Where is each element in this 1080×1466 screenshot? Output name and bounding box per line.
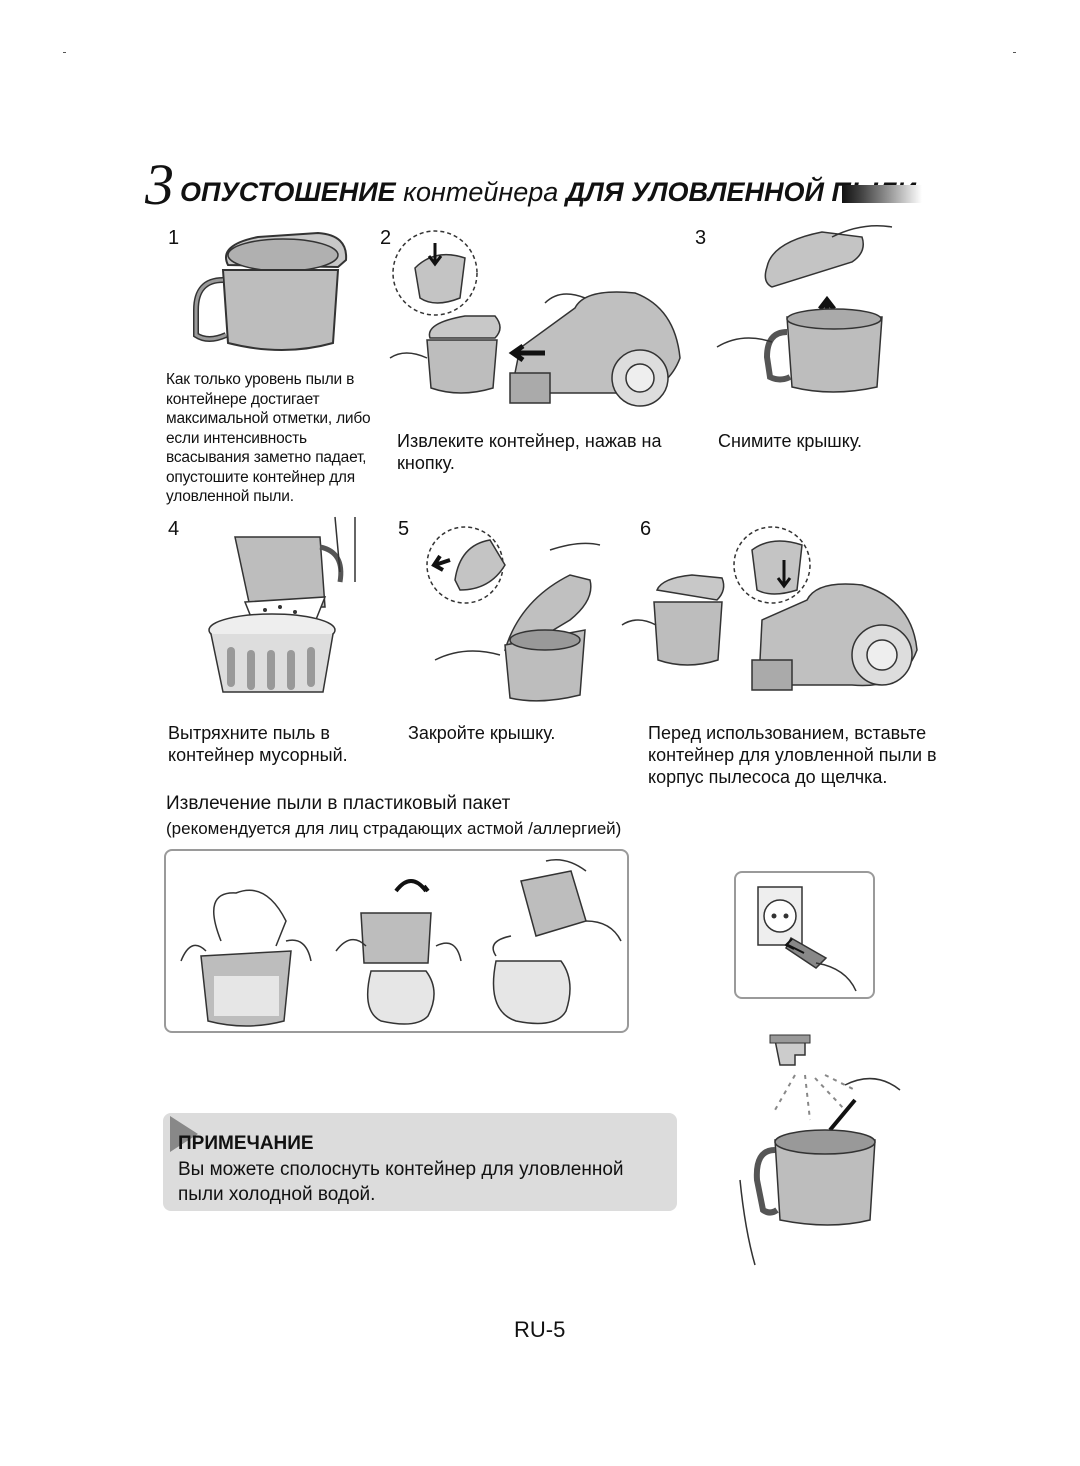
title-part-2: контейнера bbox=[403, 177, 559, 207]
section-heading: 3 ОПУСТОШЕНИЕ контейнера ДЛЯ УЛОВЛЕННОЙ … bbox=[145, 152, 916, 217]
dust-container-illustration bbox=[188, 225, 368, 360]
step-caption: Извлеките контейнер, нажав на кнопку. bbox=[397, 431, 662, 473]
step-caption: Как только уровень пыли в контейнере дос… bbox=[166, 371, 371, 505]
note-box bbox=[163, 1113, 677, 1211]
step-number: 3 bbox=[695, 227, 707, 249]
note-title: ПРИМЕЧАНИЕ bbox=[178, 1133, 314, 1154]
bag-section-title: Извлечение пыли в пластиковый пакет bbox=[166, 793, 511, 814]
corner-mark bbox=[1013, 52, 1016, 53]
rinse-container-illustration bbox=[735, 1030, 905, 1270]
step-number: 5 bbox=[398, 518, 410, 540]
note-arrow-icon bbox=[170, 1116, 198, 1152]
close-lid-illustration bbox=[420, 520, 605, 710]
unplug-illustration-panel bbox=[734, 871, 875, 999]
remove-lid-illustration bbox=[712, 212, 902, 402]
corner-mark bbox=[63, 52, 66, 53]
plastic-bag-illustration-panel bbox=[164, 849, 629, 1033]
step-caption: Снимите крышку. bbox=[718, 431, 863, 451]
step-number: 6 bbox=[640, 518, 652, 540]
insert-container-illustration bbox=[612, 520, 927, 710]
note-text: Вы можете сполоснуть контейнер для уловл… bbox=[178, 1159, 624, 1205]
step-number: 1 bbox=[168, 227, 180, 249]
section-title: ОПУСТОШЕНИЕ контейнера ДЛЯ УЛОВЛЕННОЙ ПЫ… bbox=[180, 174, 916, 210]
bag-section-subtitle: (рекомендуется для лиц страдающих астмой… bbox=[166, 819, 622, 838]
step-caption: Перед использованием, вставьте контейнер… bbox=[648, 723, 937, 787]
title-part-1: ОПУСТОШЕНИЕ bbox=[180, 177, 396, 207]
step-number: 2 bbox=[380, 227, 392, 249]
step-caption: Закройте крышку. bbox=[408, 723, 556, 743]
step-caption: Вытряхните пыль в контейнер мусорный. bbox=[168, 723, 348, 765]
empty-dust-illustration bbox=[205, 512, 375, 694]
heading-gradient-bar bbox=[842, 185, 922, 203]
section-number: 3 bbox=[145, 152, 174, 217]
remove-container-illustration bbox=[385, 228, 695, 413]
step-number: 4 bbox=[168, 518, 180, 540]
page-number: RU-5 bbox=[514, 1317, 566, 1342]
